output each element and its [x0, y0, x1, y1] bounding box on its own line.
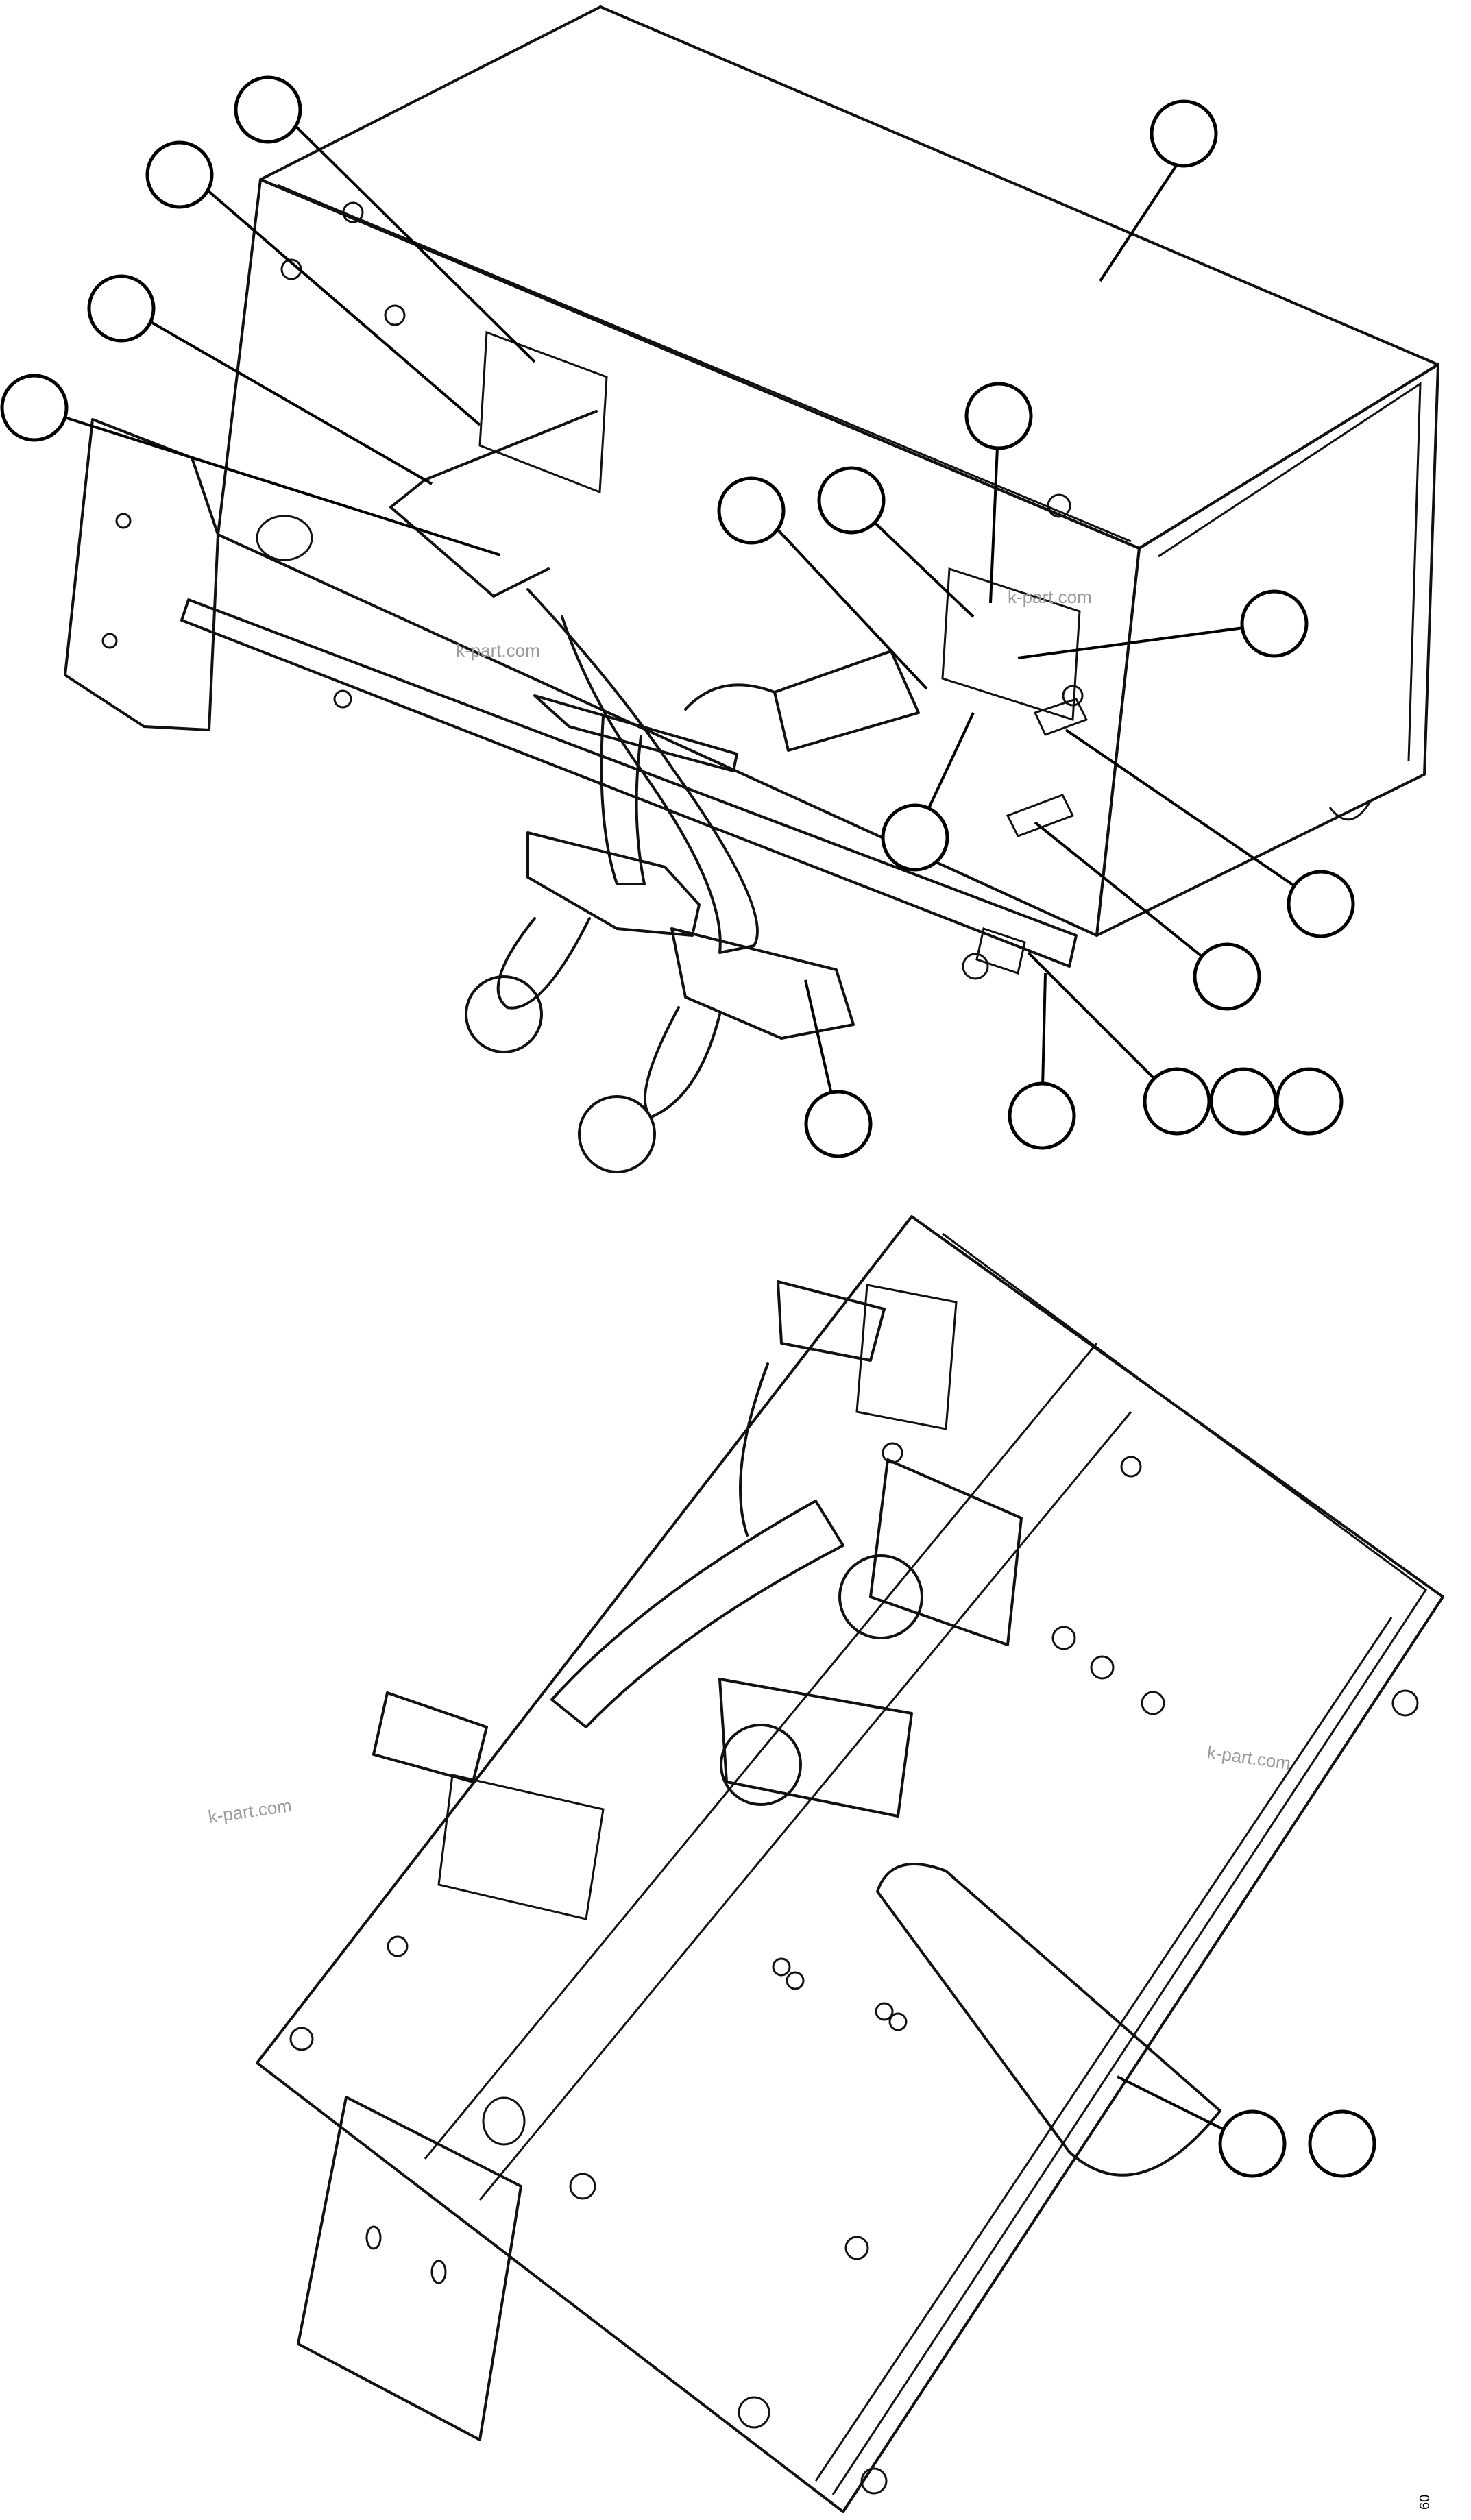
upper-assembly	[64, 5, 1439, 1173]
callout-bubble	[1218, 2109, 1287, 2178]
callout-bubble	[0, 374, 69, 442]
callout-bubble	[1008, 1081, 1076, 1150]
callout-bubble	[234, 75, 302, 144]
callout-bubble	[1150, 99, 1218, 168]
watermark-text: k-part.com	[1206, 1741, 1292, 1774]
figure-code: 60	[1418, 2495, 1433, 2510]
mount-bracket	[64, 418, 219, 731]
upper-leaders	[34, 115, 1322, 1125]
watermark-text: k-part.com	[1008, 587, 1092, 607]
nut-group	[289, 1442, 1419, 2495]
callout-bubble	[817, 466, 886, 535]
callout-bubble	[1275, 1067, 1344, 1136]
watermark-text: k-part.com	[456, 640, 540, 661]
callout-bubble	[717, 476, 786, 545]
top-bolts	[280, 201, 1084, 707]
callout-bubble	[1193, 942, 1261, 1011]
box-front-face	[217, 178, 1141, 937]
watermark-text: k-part.com	[207, 1795, 293, 1827]
callout-bubble	[804, 1090, 873, 1158]
callout-bubble	[881, 803, 949, 872]
callout-bubble	[87, 274, 156, 343]
callout-bubble	[1240, 589, 1309, 658]
lower-assembly	[256, 1215, 1444, 2513]
callout-bubble	[145, 140, 214, 209]
callout-bubble	[1287, 870, 1355, 938]
callout-bubbles	[0, 75, 1376, 2178]
callout-bubble	[964, 382, 1033, 450]
callout-bubble	[1143, 1067, 1211, 1136]
cylinder	[876, 1863, 1221, 2177]
base-plate	[256, 1215, 1444, 2513]
callout-bubble	[1308, 2109, 1376, 2178]
callout-bubble	[1209, 1067, 1278, 1136]
